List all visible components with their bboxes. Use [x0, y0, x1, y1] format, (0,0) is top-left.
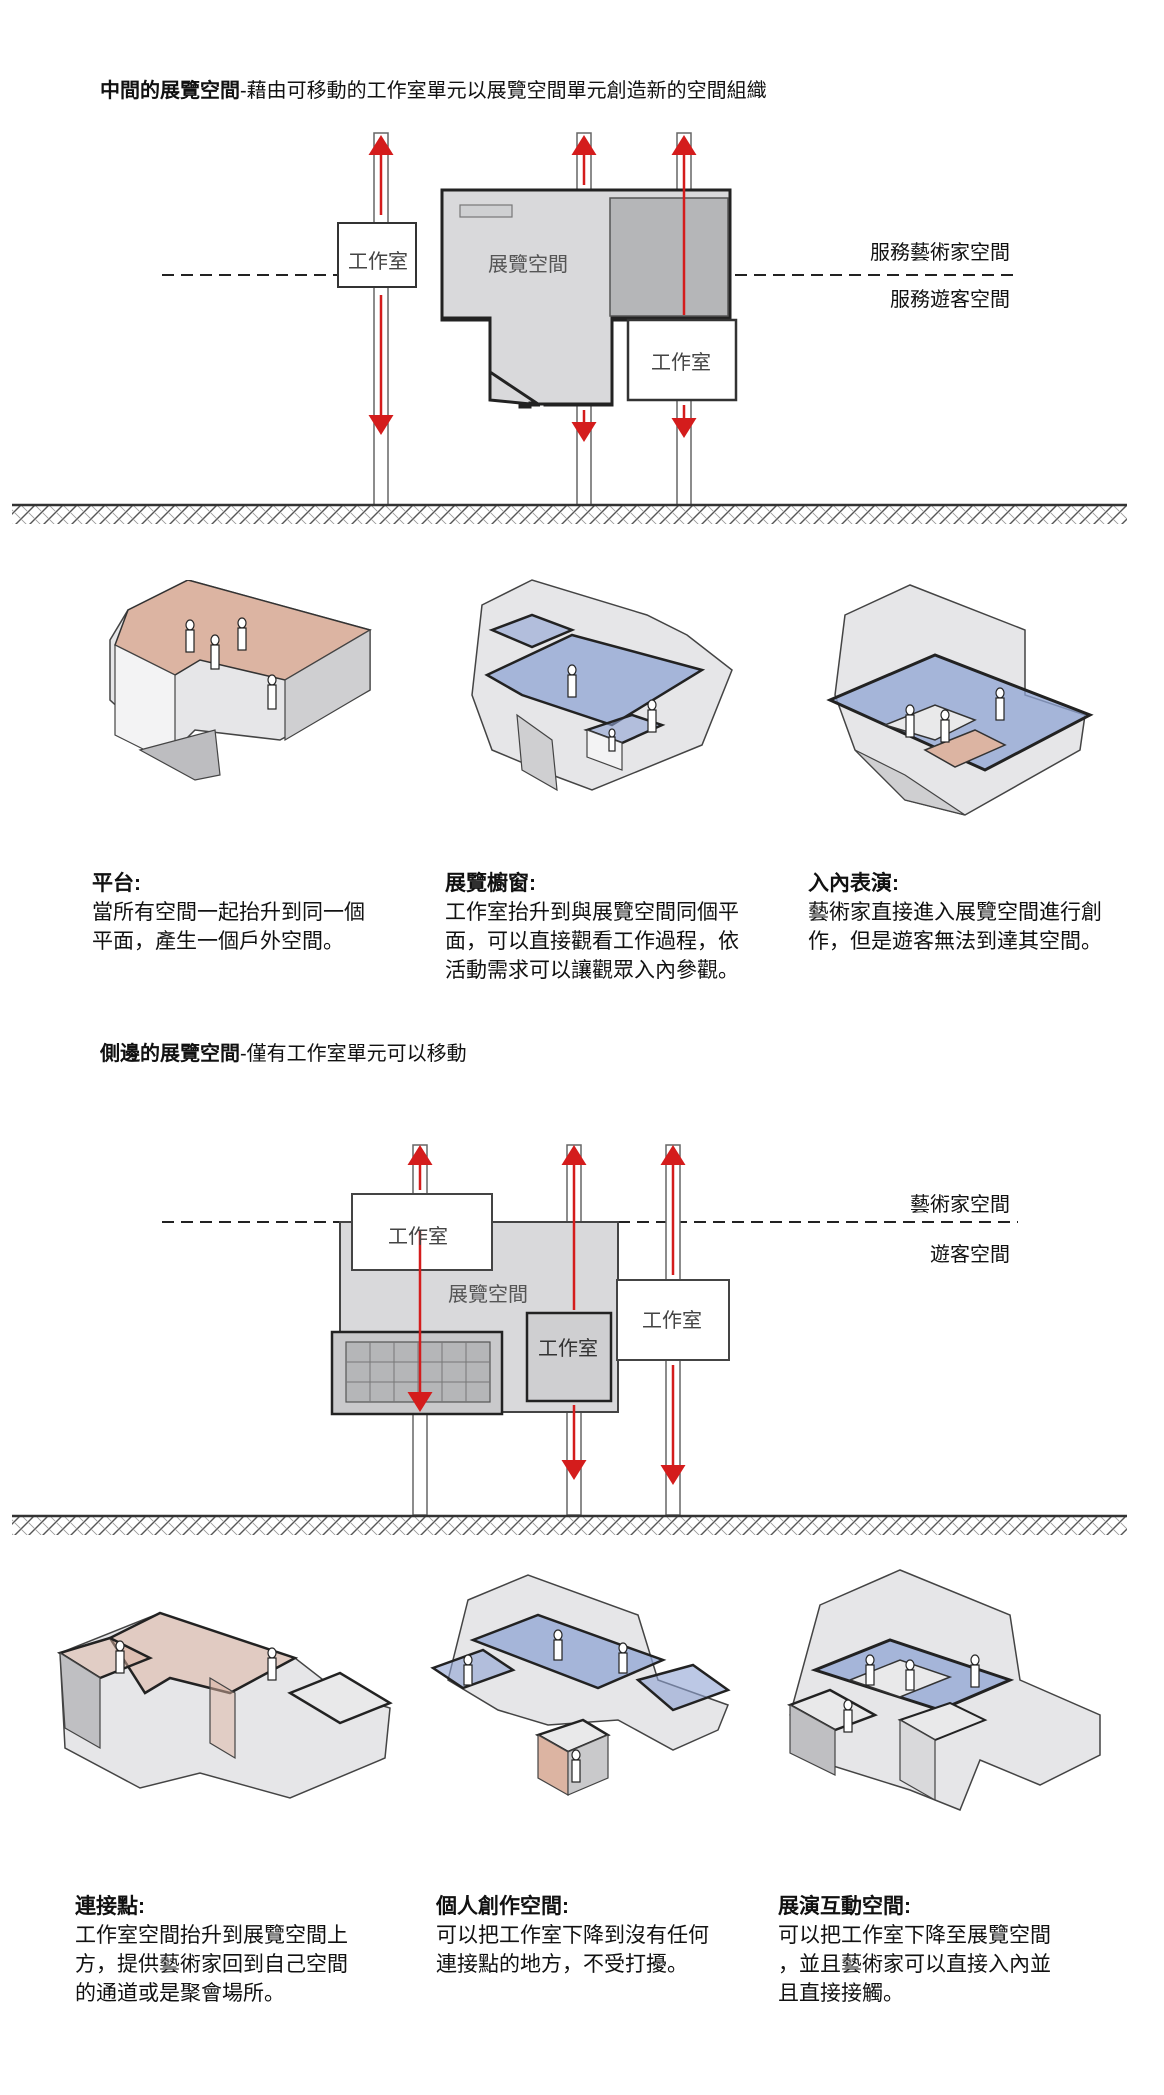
section2-heading-rest: -僅有工作室單元可以移動 — [240, 1043, 467, 1065]
section1-caption-1: 平台: 當所有空間一起抬升到同一個 平面，產生一個戶外空間。 — [92, 870, 412, 956]
caption-title: 連接點: — [75, 1893, 405, 1921]
section2-model-connection — [50, 1598, 395, 1813]
section1-caption-3: 入內表演: 藝術家直接進入展覽空間進行創 作，但是遊客無法到達其空間。 — [808, 870, 1148, 956]
section2-model-interactive — [770, 1565, 1115, 1830]
caption-body: 藝術家直接進入展覽空間進行創 作，但是遊客無法到達其空間。 — [808, 898, 1148, 956]
section1-zone-upper: 服務藝術家空間 — [870, 236, 1010, 265]
section2-zone-upper: 藝術家空間 — [910, 1188, 1010, 1217]
section2-zone-lower: 遊客空間 — [930, 1238, 1010, 1267]
section2-studio-mid-label: 工作室 — [538, 1332, 598, 1361]
caption-title: 平台: — [92, 870, 412, 898]
ground-hatch — [12, 506, 1127, 524]
caption-title: 展演互動空間: — [778, 1893, 1118, 1921]
section1-model-platform — [100, 580, 385, 815]
section2-caption-3: 展演互動空間: 可以把工作室下降至展覽空間 ，並且藝術家可以直接入內並 且直接接… — [778, 1893, 1118, 2008]
section1-caption-2: 展覽櫥窗: 工作室抬升到與展覽空間同個平 面，可以直接觀看工作過程，依 活動需求… — [445, 870, 785, 985]
section2-heading-bold: 側邊的展覽空間 — [100, 1043, 240, 1065]
caption-body: 工作室空間抬升到展覽空間上 方，提供藝術家回到自己空間 的通道或是聚會場所。 — [75, 1921, 405, 2008]
caption-title: 展覽櫥窗: — [445, 870, 785, 898]
section1-model-perform — [825, 575, 1095, 840]
ground-hatch — [12, 1517, 1127, 1535]
section2-model-private — [428, 1570, 738, 1815]
caption-title: 入內表演: — [808, 870, 1148, 898]
section1-heading: 中間的展覽空間-藉由可移動的工作室單元以展覽空間單元創造新的空間組織 — [100, 74, 767, 103]
caption-title: 個人創作空間: — [436, 1893, 766, 1921]
section2-exhibit-label: 展覽空間 — [448, 1278, 528, 1307]
caption-body: 工作室抬升到與展覽空間同個平 面，可以直接觀看工作過程，依 活動需求可以讓觀眾入… — [445, 898, 785, 985]
section1-heading-rest: -藉由可移動的工作室單元以展覽空間單元創造新的空間組織 — [240, 80, 767, 102]
section1-heading-bold: 中間的展覽空間 — [100, 80, 240, 102]
exhibit-window-slot — [460, 205, 512, 217]
exhibit-inner-dark — [610, 198, 728, 316]
section1-exhibit-label: 展覽空間 — [488, 248, 568, 277]
section1-section-diagram — [0, 120, 1164, 540]
section1-studio-right-label: 工作室 — [651, 346, 711, 375]
section2-caption-1: 連接點: 工作室空間抬升到展覽空間上 方，提供藝術家回到自己空間 的通道或是聚會… — [75, 1893, 405, 2008]
caption-body: 可以把工作室下降到沒有任何 連接點的地方，不受打擾。 — [436, 1921, 766, 1979]
section1-studio-left-label: 工作室 — [348, 245, 408, 274]
section2-studio-right-label: 工作室 — [642, 1304, 702, 1333]
section2-caption-2: 個人創作空間: 可以把工作室下降到沒有任何 連接點的地方，不受打擾。 — [436, 1893, 766, 1979]
section2-heading: 側邊的展覽空間-僅有工作室單元可以移動 — [100, 1037, 467, 1066]
section2-studio-top-label: 工作室 — [388, 1220, 448, 1249]
caption-body: 可以把工作室下降至展覽空間 ，並且藝術家可以直接入內並 且直接接觸。 — [778, 1921, 1118, 2008]
section1-model-showcase — [462, 575, 742, 820]
section1-zone-lower: 服務遊客空間 — [890, 283, 1010, 312]
caption-body: 當所有空間一起抬升到同一個 平面，產生一個戶外空間。 — [92, 898, 412, 956]
